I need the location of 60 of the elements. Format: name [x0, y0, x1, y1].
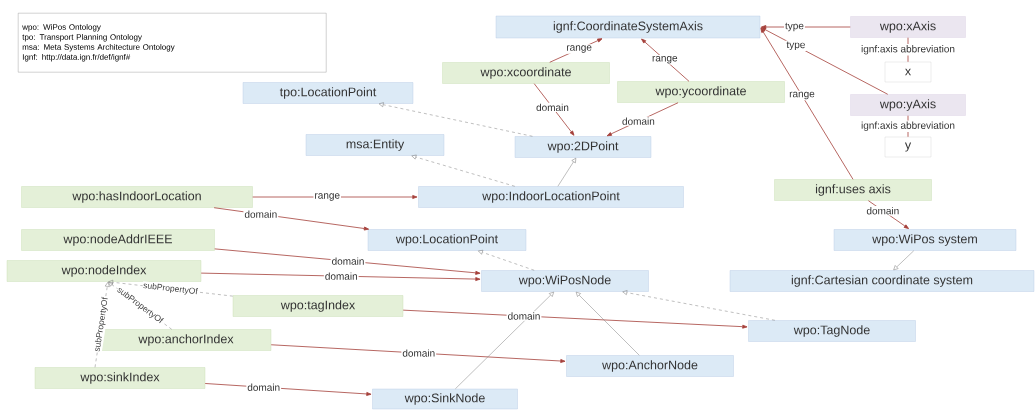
arrow — [622, 290, 776, 321]
arrow — [478, 250, 535, 271]
edge-label: type — [785, 40, 807, 52]
instance-box: wpo:xAxis — [850, 16, 966, 38]
arrow — [575, 291, 640, 356]
arrow — [200, 272, 481, 281]
arrow — [606, 102, 679, 137]
class-box: wpo:2DPoint — [514, 136, 652, 158]
class-box: wpo:WiPos system — [833, 229, 1017, 251]
property-box: ignf:uses axis — [774, 179, 932, 201]
property-box: wpo:nodeAddrIEEE — [21, 229, 215, 251]
property-box: wpo:hasIndoorLocation — [21, 186, 253, 208]
arrow — [411, 154, 516, 187]
class-box: ignf:Cartesian coordinate system — [729, 270, 1035, 292]
value-box: y — [884, 136, 932, 158]
class-box: wpo:LocationPoint — [367, 229, 527, 251]
edge-label: range — [313, 192, 341, 202]
class-box: wpo:TagNode — [748, 320, 916, 342]
arrow — [270, 344, 566, 363]
edge-label: domain — [323, 271, 359, 281]
class-box: wpo:WiPosNode — [481, 270, 649, 292]
class-box: tpo:LocationPoint — [242, 82, 414, 104]
edge-label: type — [784, 21, 805, 33]
edge-label: domain — [330, 256, 366, 266]
property-box: wpo:xcoordinate — [442, 62, 610, 84]
arrow — [557, 157, 577, 187]
key-box: wpo: WiPos Ontology tpo: Transport Planning Ontology msa: Meta Systems Architecture Ontology Ignf: http://data.ign.fr/def/ignf# — [18, 13, 327, 73]
arrow — [760, 27, 854, 180]
class-box: wpo:SinkNode — [372, 388, 518, 410]
arrow — [455, 291, 554, 390]
arrow — [378, 102, 533, 137]
arrow — [641, 38, 690, 82]
edge-label: domain — [246, 382, 282, 392]
edge-label: range — [788, 90, 816, 101]
property-box: wpo:nodeIndex — [6, 260, 202, 282]
edge-label: domain — [621, 116, 656, 126]
arrow — [214, 248, 481, 275]
edge-label: range — [565, 44, 593, 54]
class-box: msa:Entity — [305, 134, 445, 156]
arrow — [533, 83, 575, 136]
edge-label: domain — [243, 209, 279, 219]
arrow — [402, 309, 748, 329]
arrow — [760, 27, 889, 95]
property-box: wpo:tagIndex — [232, 295, 404, 317]
class-box: wpo:IndoorLocationPoint — [418, 186, 684, 208]
property-box: wpo:ycoordinate — [617, 81, 785, 103]
class-box: ignf:CoordinateSystemAxis — [495, 15, 761, 39]
edge-label: ignf:axis abbreviation — [860, 44, 956, 56]
property-box: wpo:sinkIndex — [34, 367, 206, 389]
edge-label: range — [651, 55, 679, 65]
instance-box: wpo:yAxis — [850, 94, 966, 116]
value-box: x — [884, 61, 932, 83]
edge-label: domain — [865, 206, 901, 216]
edge-label: domain — [401, 348, 437, 358]
edge-label: ignf:axis abbreviation — [860, 120, 956, 132]
edge-label: domain — [535, 102, 570, 113]
arrow — [893, 250, 915, 271]
edge-label: subPropertyOf — [92, 296, 111, 353]
class-box: wpo:AnchorNode — [566, 355, 734, 377]
edge-label: domain — [506, 311, 542, 321]
